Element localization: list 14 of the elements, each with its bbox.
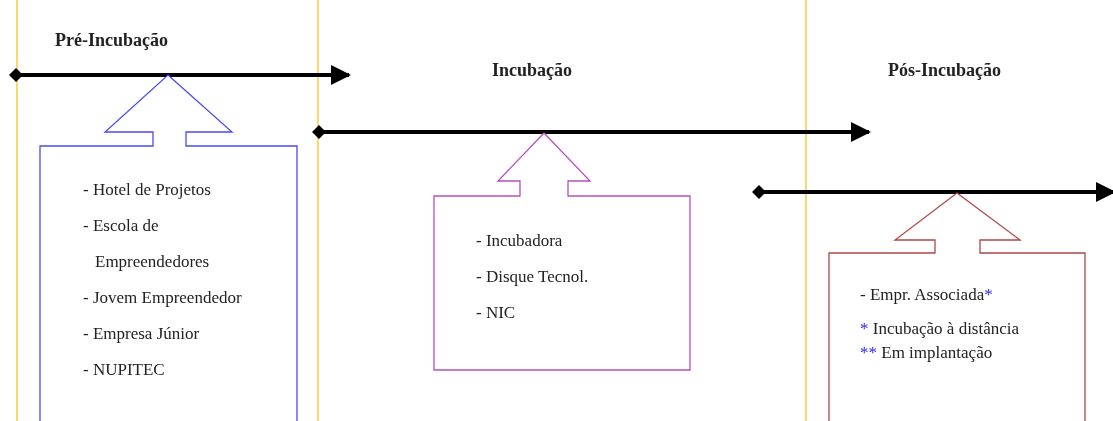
list-item: - NUPITEC [83, 359, 166, 381]
phase-title: Pré-Incubação [55, 30, 168, 51]
list-item: - Empr. Associada* [860, 284, 994, 306]
list-item: - Jovem Empreendedor [83, 287, 243, 309]
list-item: - Incubadora [476, 230, 564, 252]
list-item: - Disque Tecnol. [476, 266, 590, 288]
phase-title: Pós-Incubação [888, 60, 1001, 81]
list-item: - Empresa Júnior [83, 323, 201, 345]
list-item: ** Em implantação [860, 342, 994, 364]
list-item: - Hotel de Projetos [83, 179, 212, 201]
list-item: * Incubação à distância [860, 318, 1021, 340]
list-item: - NIC [476, 302, 517, 324]
list-item: - Escola de Empreendedores [83, 215, 211, 273]
phase-title: Incubação [492, 60, 572, 81]
